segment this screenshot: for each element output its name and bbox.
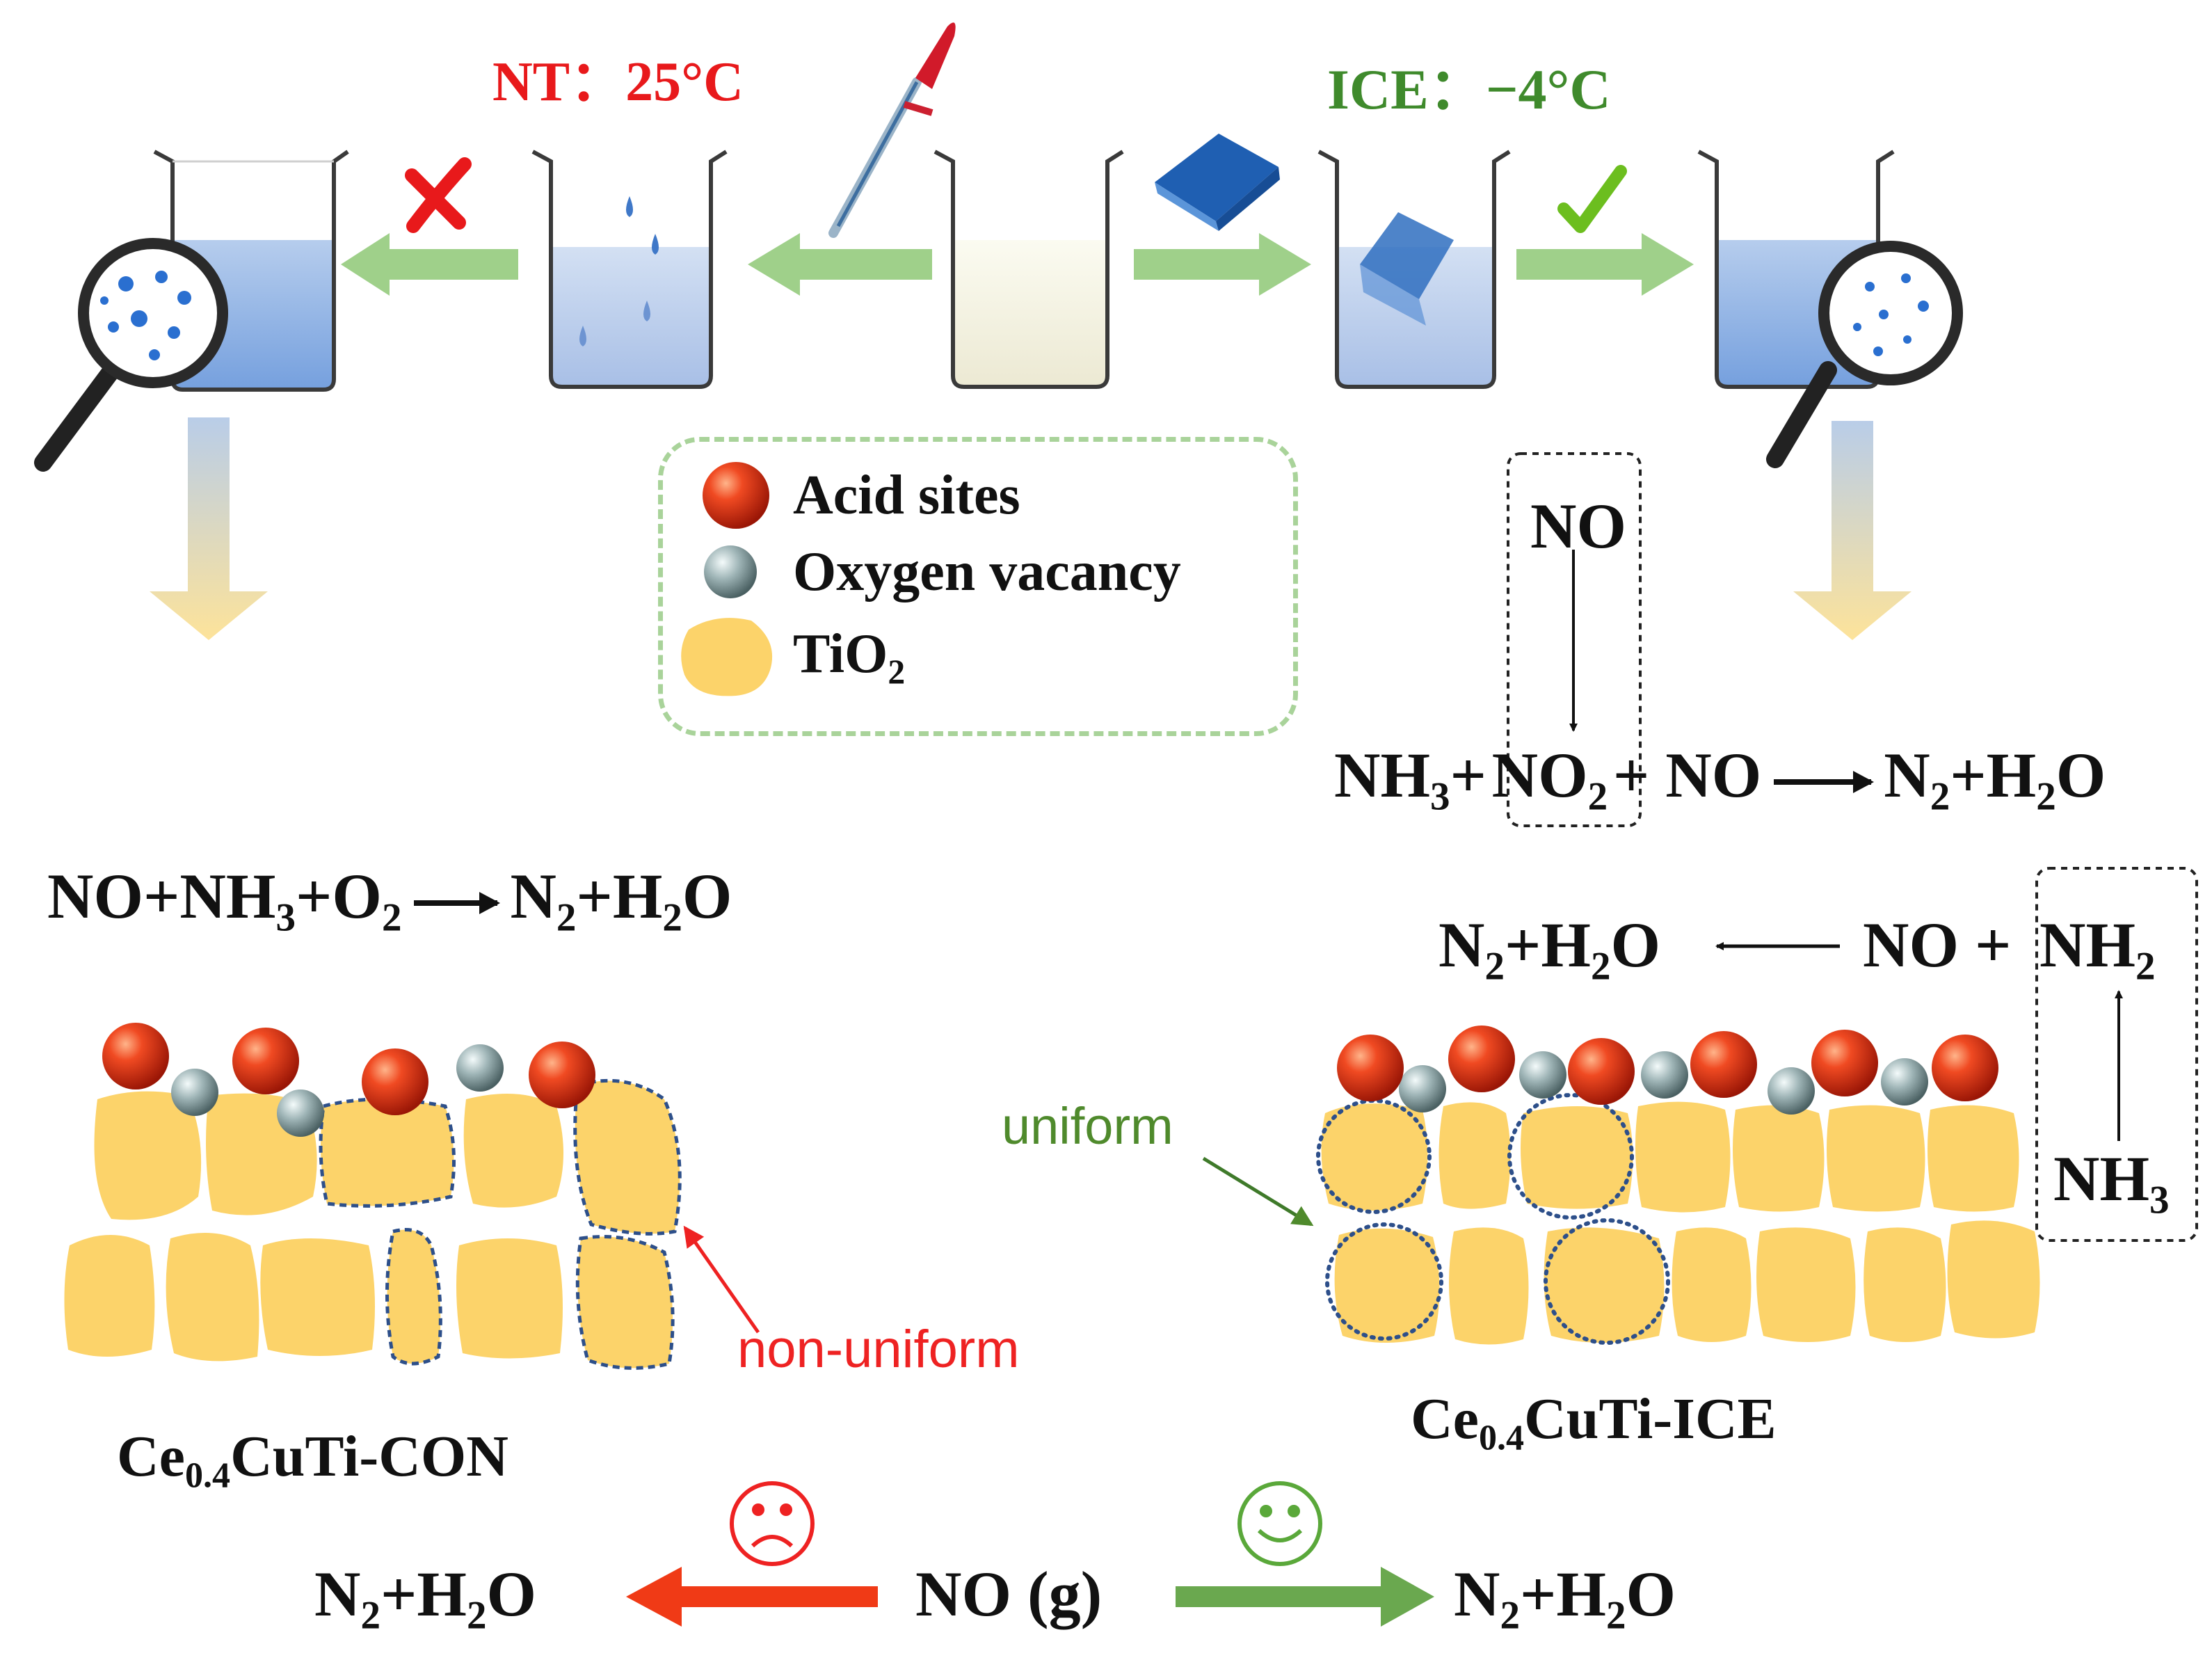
ice-cube-icon [1155,134,1280,231]
down-arrow-right [1793,421,1912,640]
sad-face-icon [730,1481,815,1566]
legend-tio2-label: TiO2 [793,623,906,691]
no-label: NO [1530,490,1626,561]
ice-condition-label: ICE：−4°C [1327,58,1611,121]
success-check-icon [1557,165,1627,233]
bottom-left-products: N2+H2O [314,1558,537,1638]
legend-acid-sites-label: Acid sites [793,465,1020,526]
catalyst-con-label: Ce0.4CuTi-CON [117,1424,508,1496]
magnifier-right-icon [1766,241,1963,468]
beaker-ice [1317,150,1511,389]
good-pathway-arrow [1176,1567,1434,1627]
catalyst-ice [1316,1025,2040,1345]
down-arrow-left [150,417,268,640]
nt-condition-label: NT：25°C [492,51,744,113]
reaction-no-plus: NO + [1863,909,2012,980]
beaker-initial [933,150,1124,389]
reaction-nh2-products: N2+H2O [1438,909,1661,989]
uniform-label: uniform [1002,1097,1173,1155]
catalyst-con [64,1023,682,1370]
no-gas-label: NO (g) [915,1558,1103,1629]
beaker-nt-dropping [531,150,728,389]
non-uniform-pointer [683,1225,760,1334]
non-uniform-label: non-uniform [737,1320,1020,1379]
tio2-particles-con [64,1080,680,1368]
catalyst-ice-label: Ce0.4CuTi-ICE [1411,1387,1777,1458]
no2-pathway-box [1507,452,1642,827]
process-arrows [341,233,1694,296]
nh2-label: NH2 [2039,909,2156,989]
dropper-icon [828,22,956,238]
nh3-label: NH3 [2053,1143,2170,1222]
magnifier-left-icon [34,238,228,472]
uniform-pointer [1202,1156,1314,1227]
fail-cross-icon [405,157,472,233]
bad-pathway-arrow [626,1567,878,1627]
uniform-outlines [1316,1093,1670,1345]
legend-oxygen-vacancy-label: Oxygen vacancy [793,541,1181,602]
legend-box [658,437,1298,736]
bottom-right-products: N2+H2O [1454,1558,1676,1638]
legend-tio2-symbol [681,618,773,696]
legend-oxygen-vacancy-symbol [704,545,757,598]
happy-face-icon [1237,1481,1322,1566]
tio2-particles-ice [1321,1101,2040,1345]
